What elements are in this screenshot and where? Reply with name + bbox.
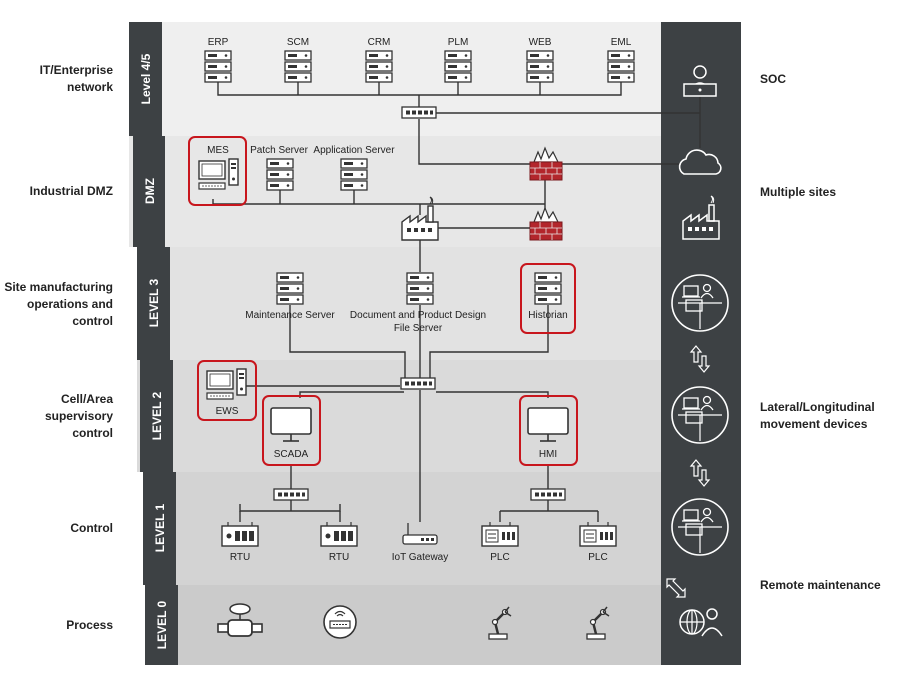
iot-gateway-label: IoT Gateway (392, 552, 449, 563)
dmz-bar (133, 136, 165, 247)
server-label-web: WEB (529, 37, 552, 48)
right-label-remote: Remote maintenance (760, 578, 881, 592)
rtu-device-icon (221, 521, 259, 547)
server-label-plm: PLM (448, 37, 469, 48)
rtu-device-icon (320, 521, 358, 547)
level1-bar (143, 472, 176, 585)
zone-label-level3-3: control (72, 314, 113, 328)
server-label-erp: ERP (208, 37, 229, 48)
network-switch-icon (401, 106, 437, 119)
application-server-label: Application Server (313, 145, 395, 156)
document-server-label-1: Document and Product Design (350, 310, 486, 321)
server-label-scm: SCM (287, 37, 309, 48)
bidirectional-arrow-icon (689, 345, 711, 373)
zone-label-dmz: Industrial DMZ (30, 184, 113, 198)
zone-label-level2-3: control (72, 426, 113, 440)
hmi-label: HMI (539, 449, 557, 460)
lateral-device-group-1 (671, 274, 729, 332)
network-switch-icon (400, 377, 436, 390)
plc-label-1: PLC (490, 552, 509, 563)
rtu-label-2: RTU (329, 552, 349, 563)
zone-label-level2-2: supervisory (45, 409, 113, 423)
server-rack-icon (526, 50, 554, 83)
zone-label-control: Control (70, 521, 113, 535)
cloud-icon (678, 149, 722, 175)
operator-icon (683, 65, 717, 97)
server-rack-icon (607, 50, 635, 83)
device-circle (671, 274, 729, 332)
level-label-45: Level 4/5 (139, 53, 153, 104)
patch-server-label: Patch Server (250, 145, 308, 156)
right-label-multiple-sites: Multiple sites (760, 185, 836, 199)
workstation-icon (198, 158, 239, 190)
enterprise-servers: ERP SCM CRM PLM WEB EML (204, 37, 635, 83)
server-rack-icon (284, 50, 312, 83)
server-label-eml: EML (611, 37, 632, 48)
level-label-2: LEVEL 2 (150, 391, 164, 440)
remote-maintenance-icon (679, 608, 723, 637)
level-label-dmz: DMZ (143, 178, 157, 204)
lateral-device-group-2 (671, 386, 729, 444)
plc-label-2: PLC (588, 552, 607, 563)
server-label-crm: CRM (368, 37, 391, 48)
ews-label: EWS (216, 406, 239, 417)
level-label-0: LEVEL 0 (155, 600, 169, 649)
server-rack-icon (406, 272, 434, 305)
diagonal-arrow-icon (666, 578, 686, 598)
bidirectional-arrow-icon (689, 459, 711, 487)
device-circle (671, 498, 729, 556)
server-rack-icon (534, 272, 562, 305)
dmz-band (129, 136, 661, 247)
level-label-3: LEVEL 3 (147, 278, 161, 327)
server-rack-icon (444, 50, 472, 83)
ews-highlight (197, 360, 257, 421)
network-switch-icon (273, 488, 309, 501)
mes-highlight (188, 136, 247, 206)
document-server-label-2: File Server (394, 323, 443, 334)
server-rack-icon (266, 158, 294, 191)
server-rack-icon (365, 50, 393, 83)
maintenance-server-label: Maintenance Server (245, 310, 335, 321)
meter-icon (323, 605, 357, 639)
lateral-device-group-3 (671, 498, 729, 556)
zone-label-level3-2: operations and (27, 297, 113, 311)
rtu-label-1: RTU (230, 552, 250, 563)
zone-label-level2-1: Cell/Area (61, 392, 113, 406)
server-rack-icon (276, 272, 304, 305)
workstation-icon (206, 368, 247, 400)
server-rack-icon (340, 158, 368, 191)
mes-label: MES (207, 145, 229, 156)
server-rack-icon (204, 50, 232, 83)
level-label-1: LEVEL 1 (153, 503, 167, 552)
valve-icon (217, 603, 263, 637)
historian-label: Historian (528, 310, 567, 321)
device-circle (671, 386, 729, 444)
historian-highlight (520, 263, 576, 334)
hmi-highlight (519, 395, 578, 466)
scada-label: SCADA (274, 449, 309, 460)
zone-label-enterprise-1: IT/Enterprise (40, 63, 114, 77)
level45-bar (129, 22, 162, 136)
level3-band (137, 247, 661, 360)
right-label-lateral-2: movement devices (760, 417, 868, 431)
right-label-soc: SOC (760, 72, 786, 86)
zone-label-level3-1: Site manufacturing (4, 280, 113, 294)
right-column (661, 22, 741, 665)
plc-device-icon (579, 521, 617, 547)
scada-highlight (262, 395, 321, 466)
zone-label-enterprise-2: network (67, 80, 113, 94)
plc-device-icon (481, 521, 519, 547)
zone-label-process: Process (66, 618, 113, 632)
level3-bar (137, 247, 170, 360)
network-switch-icon (530, 488, 566, 501)
level0-bar (145, 585, 178, 665)
level2-bar (140, 360, 173, 472)
right-label-lateral-1: Lateral/Longitudinal (760, 400, 875, 414)
iot-gateway-icon (402, 523, 438, 545)
